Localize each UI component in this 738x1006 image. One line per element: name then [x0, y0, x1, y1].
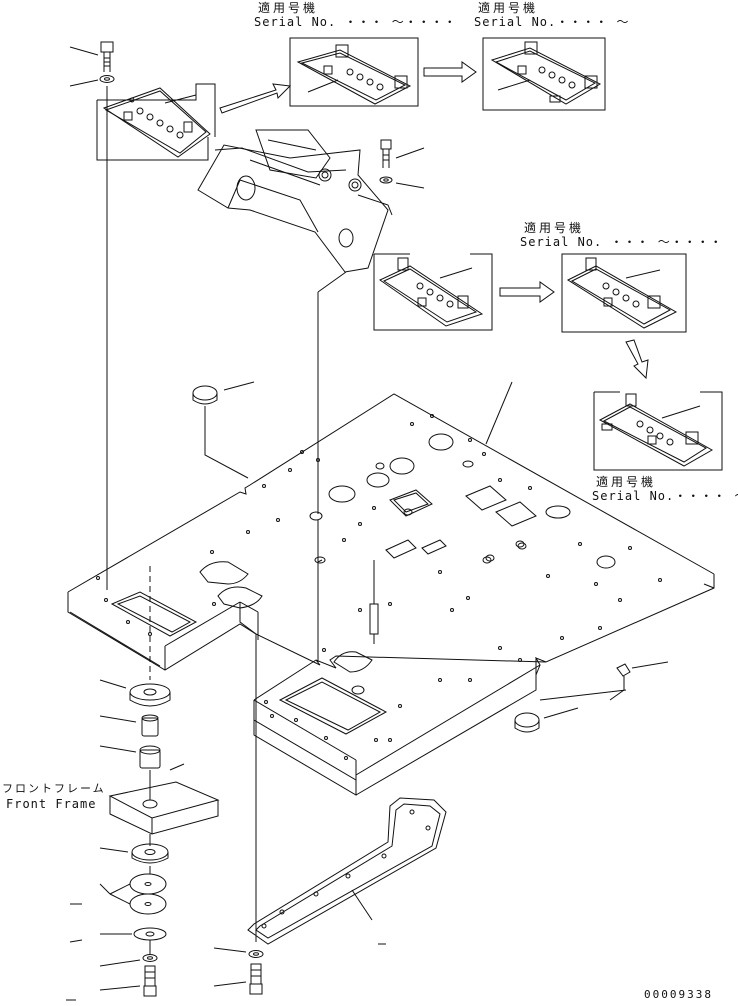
bolt-top-right [381, 140, 424, 168]
serial-range-1: Serial No. ・・・ ～・・・・ [254, 15, 457, 29]
arrow-right-3 [500, 282, 554, 302]
serial-heading-jp-2: 適用号機 [478, 1, 539, 15]
washer-top-left [70, 76, 114, 87]
bracket-variant-box-5 [594, 392, 722, 470]
drawing-number: 00009338 [644, 988, 713, 1001]
seal-plate [248, 798, 446, 944]
serial-heading-jp-4: 適用号機 [596, 475, 657, 489]
front-frame-label-jp: フロントフレーム [2, 782, 106, 795]
front-frame-mount [66, 86, 218, 1000]
serial-heading-jp-1: 適用号機 [258, 1, 319, 15]
vertical-leader [318, 272, 626, 700]
lower-bolt-stack [214, 634, 263, 994]
grommet-right [515, 708, 578, 732]
bracket-variant-box-4 [562, 254, 686, 332]
console-stand [198, 130, 392, 272]
serial-range-4: Serial No.・・・・ ～ [592, 489, 738, 503]
bolt-top-left [70, 42, 113, 72]
bracket-variant-box-2 [483, 38, 605, 110]
serial-range-3: Serial No. ・・・ ～・・・・ [520, 235, 723, 249]
bracket-variant-box-3 [374, 254, 492, 330]
bracket-box-top-left [97, 84, 215, 160]
clip-right [610, 662, 668, 700]
arrow-right-2 [424, 62, 476, 82]
bracket-variant-box-1 [290, 38, 418, 106]
front-frame-label-en: Front Frame [6, 797, 97, 811]
arrow-down [626, 340, 648, 378]
serial-heading-jp-3: 適用号機 [524, 221, 585, 235]
arrow-right-1 [220, 84, 290, 113]
washer-top-right [380, 177, 424, 188]
serial-range-2: Serial No.・・・・ ～ [474, 15, 630, 29]
floor-plate [68, 382, 714, 795]
grommet-left [193, 382, 254, 478]
